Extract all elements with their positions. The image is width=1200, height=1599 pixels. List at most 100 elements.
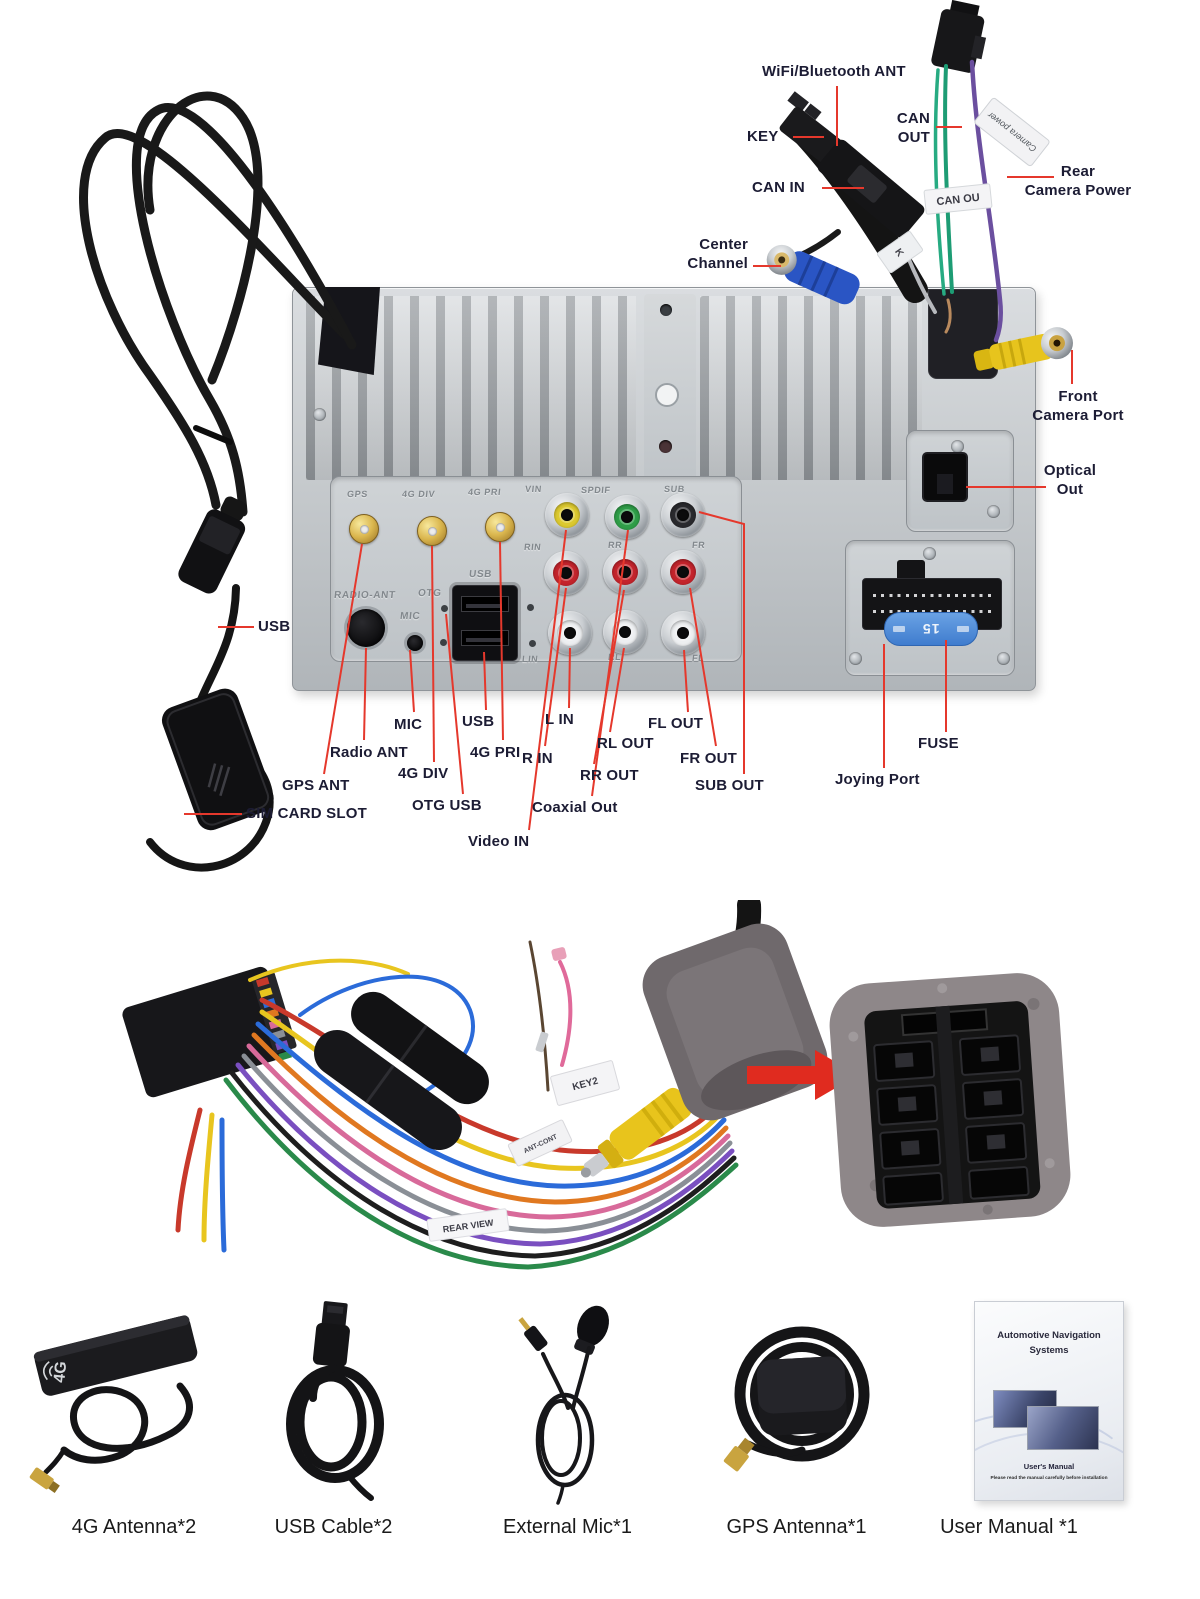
- ferrite-chokes: [314, 991, 489, 1151]
- manual-cover: Automotive Navigation Systems User's Man…: [974, 1301, 1124, 1501]
- 4g-pri-sma-jack: [485, 512, 515, 542]
- rr-out-rca: [603, 550, 647, 594]
- engraved-fr: FR: [691, 540, 706, 550]
- radio-ant-port: [347, 609, 385, 647]
- screw: [313, 408, 326, 421]
- accessory-label: External Mic*1: [503, 1516, 632, 1538]
- accessory-gps-antenna: GPS Antenna*1: [690, 1292, 903, 1539]
- callout-joying-port: Joying Port: [835, 771, 920, 788]
- foam-wrapped-connector: [642, 900, 828, 1121]
- callout-l-in: L IN: [545, 711, 574, 728]
- iso-socket-foam-block: [829, 973, 1071, 1227]
- accessory-label: 4G Antenna*2: [71, 1516, 197, 1538]
- callout-fr-out: FR OUT: [680, 750, 738, 767]
- usb-slot: [461, 630, 509, 646]
- accessory-label: USB Cable*2: [274, 1516, 393, 1538]
- rear-panel-diagram: 15 GPS 4G DIV 4G PRI VIN SPDIF SUB RIN R…: [79, 0, 1132, 872]
- callout-center-channel: Center Channel: [687, 236, 748, 272]
- spdif-rca: [605, 495, 649, 539]
- svg-text:REAR VIEW: REAR VIEW: [442, 1217, 494, 1234]
- engraved-rl: RL: [607, 652, 622, 662]
- callout-coaxial-out: Coaxial Out: [532, 799, 618, 816]
- crimp-terminal: [535, 1031, 549, 1053]
- svg-text:CAN OU: CAN OU: [936, 192, 980, 208]
- svg-text:KEY2: KEY2: [571, 1076, 600, 1093]
- callout-rear-camera-power: Rear Camera Power: [1024, 163, 1132, 199]
- sub-rca: [661, 493, 705, 537]
- callout-fuse: FUSE: [918, 735, 959, 752]
- r-in-rca: [544, 551, 588, 595]
- cable-entry-block: [318, 287, 380, 375]
- fr-out-rca: [661, 550, 705, 594]
- callout-sim-card-slot: SIM CARD SLOT: [246, 805, 367, 822]
- manual-screenshot: [1027, 1406, 1099, 1450]
- engraved-mic: MIC: [399, 611, 421, 622]
- dual-usb-port: [452, 585, 518, 661]
- accessories-section: 4G 4G Antenna*2: [0, 1280, 1200, 1599]
- engraved-4g-pri: 4G PRI: [467, 487, 502, 497]
- screw: [849, 652, 862, 665]
- fuse-15a: 15: [884, 612, 978, 646]
- callout-wifi-bluetooth-ant: WiFi/Bluetooth ANT: [762, 63, 906, 80]
- key2-tag: KEY2: [550, 1060, 620, 1106]
- panel-hole: [529, 640, 536, 647]
- accessory-usb-cable: USB Cable*2: [222, 1292, 445, 1539]
- accessory-user-manual: Automotive Navigation Systems User's Man…: [903, 1292, 1195, 1539]
- accessory-label: User Manual *1: [940, 1516, 1078, 1538]
- manual-note: Please read the manual carefully before …: [990, 1476, 1108, 1481]
- engraved-rin: RIN: [523, 542, 542, 552]
- svg-text:4G: 4G: [51, 1360, 70, 1383]
- callout-usb: USB: [258, 618, 291, 635]
- svg-text:K: K: [892, 247, 906, 260]
- engraved-fl: FL: [691, 653, 705, 663]
- gps-antenna-image: [682, 1292, 912, 1510]
- manual-title: Automotive Navigation Systems: [997, 1330, 1101, 1357]
- chassis-hole: [660, 304, 672, 316]
- callout-can-in: CAN IN: [752, 179, 805, 196]
- callout-gps-ant: GPS ANT: [282, 777, 350, 794]
- callout-rr-out: RR OUT: [580, 767, 639, 784]
- 4g-antenna-image: 4G: [16, 1292, 216, 1510]
- accessory-label: GPS Antenna*1: [726, 1516, 867, 1538]
- video-in-rca: [545, 493, 589, 537]
- harness-wires: [175, 940, 739, 1270]
- manual-subtitle: User's Manual: [1023, 1462, 1075, 1471]
- rear-view-tag: REAR VIEW: [426, 1208, 510, 1242]
- external-mic-image: [463, 1292, 673, 1510]
- engraved-sub: SUB: [663, 484, 686, 494]
- ant-cont-tag: ANT-CONT: [507, 1119, 573, 1167]
- panel-hole: [527, 604, 534, 611]
- 4g-div-sma-jack: [417, 516, 447, 546]
- callout-fl-out: FL OUT: [648, 715, 704, 732]
- callout-sub-out: SUB OUT: [695, 777, 764, 794]
- engraved-rr: RR: [607, 540, 623, 550]
- engraved-spdif: SPDIF: [580, 485, 612, 495]
- rl-out-rca: [603, 610, 647, 654]
- fl-out-rca: [661, 611, 705, 655]
- wire-entry-opening: [928, 289, 998, 379]
- optical-out-port: [922, 452, 968, 502]
- svg-text:ANT-CONT: ANT-CONT: [523, 1133, 559, 1155]
- l-in-rca: [548, 611, 592, 655]
- callout-4g-div: 4G DIV: [398, 765, 449, 782]
- accessory-4g-antenna: 4G 4G Antenna*2: [10, 1292, 222, 1539]
- harness-iso-plug: [122, 966, 297, 1098]
- usb-cable-image: [229, 1292, 439, 1510]
- user-manual-image: Automotive Navigation Systems User's Man…: [974, 1292, 1124, 1510]
- screw: [951, 440, 964, 453]
- engraved-otg: OTG: [417, 588, 443, 599]
- callout-r-in: R IN: [522, 750, 553, 767]
- callout-rl-out: RL OUT: [597, 735, 654, 752]
- callout-video-in: Video IN: [468, 833, 530, 850]
- screw: [987, 505, 1000, 518]
- callout-key: KEY: [747, 128, 779, 145]
- panel-hole: [441, 605, 448, 612]
- engraved-lin: LIN: [521, 654, 539, 664]
- panel-hole: [440, 639, 447, 646]
- engraved-usb: USB: [468, 569, 493, 580]
- mic-port: [407, 635, 423, 651]
- key-tag: K: [877, 230, 923, 274]
- engraved-4g-div: 4G DIV: [401, 489, 436, 499]
- callout-mic: MIC: [394, 716, 423, 733]
